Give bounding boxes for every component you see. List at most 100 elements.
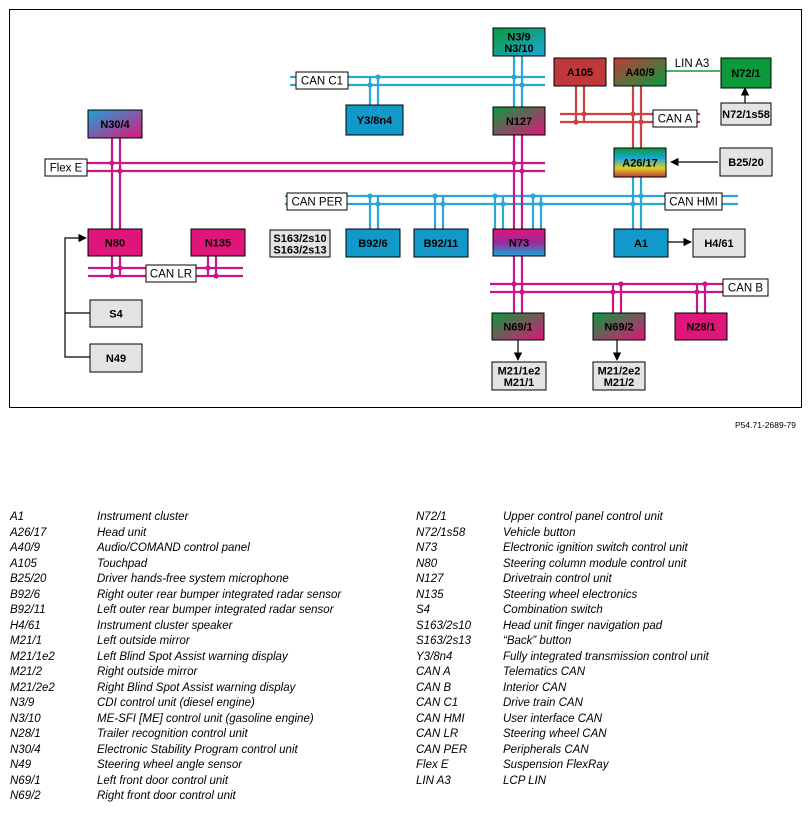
legend-row: N28/1 Trailer recognition control unit — [10, 727, 400, 743]
legend-code: N72/1s58 — [416, 526, 466, 539]
legend-description: Combination switch — [503, 604, 603, 616]
legend-row: CAN PER Peripherals CAN — [416, 743, 806, 759]
legend-description: Peripherals CAN — [503, 743, 589, 756]
node-n72-1s58: N72/1s58 — [720, 102, 772, 126]
node-label: N80 — [105, 238, 125, 250]
legend-description: Audio/COMAND control panel — [97, 542, 250, 554]
legend-description: CDI control unit (diesel engine) — [97, 697, 255, 709]
node-label: H4/61 — [704, 238, 733, 250]
node-label: B92/6 — [358, 238, 387, 250]
figure-id: P54.71-2689-79 — [735, 420, 796, 430]
node-n69-2: N69/2 — [592, 312, 646, 341]
bus-label-can-c1: CAN C1 — [295, 71, 349, 90]
svg-text:CAN HMI: CAN HMI — [669, 197, 718, 209]
node-label: N69/2 — [604, 322, 633, 334]
legend-row: A105 Touchpad — [10, 557, 400, 573]
legend-description: Head unit finger navigation pad — [503, 619, 663, 632]
node-a105: A105 — [553, 57, 607, 87]
legend-code: CAN HMI — [416, 712, 465, 725]
node-b92-11: B92/11 — [413, 228, 469, 258]
node-n135: N135 — [190, 228, 246, 257]
legend-description: User interface CAN — [503, 712, 603, 725]
legend-code: B25/20 — [10, 573, 47, 585]
bus-label-flex-e: Flex E — [44, 158, 88, 177]
node-label: S163/2s13 — [273, 244, 326, 256]
legend-code: M21/2 — [10, 666, 42, 678]
node-label: N72/1s58 — [722, 109, 770, 121]
legend-description: Telematics CAN — [503, 666, 586, 678]
node-label: Y3/8n4 — [357, 115, 393, 127]
bus-label-can-hmi: CAN HMI — [664, 192, 723, 211]
legend-code: CAN C1 — [416, 697, 459, 709]
node-label: N28/1 — [686, 322, 715, 334]
legend-description: Left outer rear bumper integrated radar … — [97, 604, 334, 616]
legend-description: Trailer recognition control unit — [97, 728, 248, 740]
legend-row: N72/1s58 Vehicle button — [416, 526, 806, 542]
legend-code: CAN PER — [416, 743, 468, 756]
node-label: N73 — [509, 238, 529, 250]
legend-code: LIN A3 — [416, 774, 451, 787]
legend-code: A105 — [10, 557, 37, 570]
legend-code: A40/9 — [10, 542, 41, 554]
legend-description: Vehicle button — [503, 526, 576, 539]
legend-description: Left outside mirror — [97, 635, 190, 647]
legend-code: N127 — [416, 573, 444, 585]
legend-description: Upper control panel control unit — [503, 511, 663, 523]
node-n3-9: N3/9N3/10 — [492, 27, 546, 57]
node-label: A26/17 — [622, 158, 657, 170]
flexray-stubs — [110, 134, 524, 229]
legend-code: N135 — [416, 588, 444, 601]
node-label: N135 — [205, 238, 231, 250]
legend-description: ME-SFI [ME] control unit (gasoline engin… — [97, 712, 314, 725]
legend-code: A26/17 — [10, 526, 47, 539]
node-a1: A1 — [613, 228, 669, 258]
node-h4-61: H4/61 — [692, 228, 746, 258]
legend-code: A1 — [10, 511, 25, 523]
node-label: S4 — [109, 309, 123, 321]
legend-code: S163/2s10 — [416, 619, 471, 632]
legend-code: M21/1e2 — [10, 650, 55, 663]
legend-description: Steering wheel CAN — [503, 728, 607, 740]
node-b25-20: B25/20 — [719, 147, 773, 177]
legend-description: Touchpad — [97, 557, 148, 570]
svg-text:CAN B: CAN B — [728, 283, 763, 295]
legend-description: Right front door control unit — [97, 790, 236, 802]
node-label: N69/1 — [503, 322, 532, 334]
node-label: N3/9 — [507, 31, 530, 43]
node-n73: N73 — [492, 228, 546, 257]
node-label: B25/20 — [728, 157, 763, 169]
legend-description: Drive train CAN — [503, 697, 583, 709]
node-a40-9: A40/9 — [613, 57, 667, 87]
signal-arrows — [64, 87, 750, 361]
junction-dots-red — [573, 111, 644, 125]
node-s4: S4 — [89, 299, 143, 328]
legend-description: Interior CAN — [503, 681, 567, 694]
legend-code: N28/1 — [10, 728, 41, 740]
legend-row: S163/2s10 Head unit finger navigation pad — [416, 619, 806, 635]
junction-dots-magenta — [109, 160, 708, 295]
legend-code: Flex E — [416, 759, 449, 771]
legend-code: N72/1 — [416, 511, 447, 523]
bus-label-can-lr: CAN LR — [145, 264, 197, 283]
svg-text:CAN A: CAN A — [658, 114, 693, 126]
legend-code: S4 — [416, 604, 431, 616]
legend-code: N49 — [10, 759, 32, 771]
svg-text:CAN LR: CAN LR — [150, 269, 192, 281]
legend-code: M21/1 — [10, 635, 42, 647]
svg-text:LIN A3: LIN A3 — [675, 58, 710, 70]
